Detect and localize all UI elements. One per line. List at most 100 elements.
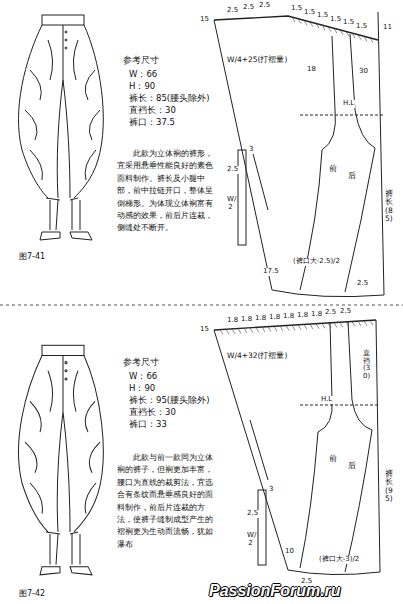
pleat-mark xyxy=(370,38,373,43)
dimension-label: 2.5 xyxy=(242,4,255,12)
pleat-mark xyxy=(340,30,343,35)
spec-line: 直裆长：30 xyxy=(128,408,177,417)
pleat-mark xyxy=(358,321,361,326)
dimension-label: 直裆(30) xyxy=(362,350,371,381)
side-line xyxy=(376,320,380,572)
pleat-mark xyxy=(262,327,265,332)
side-line xyxy=(214,330,288,570)
dimension-label: 后 xyxy=(347,462,357,471)
dimension-label: 2.5 xyxy=(356,280,369,288)
dimension-label: 1.8 xyxy=(296,312,309,320)
spec-line: 裤口：33 xyxy=(128,420,168,429)
hem-line xyxy=(288,570,380,575)
pleat-mark xyxy=(316,324,319,329)
spec-line: 裤口：37.5 xyxy=(128,118,176,127)
dimension-label: 3 xyxy=(268,486,274,494)
spec-line: 裤长：85(腰头除外) xyxy=(128,94,210,103)
pleat-mark xyxy=(298,19,301,24)
dimension-label: 2.5 xyxy=(324,309,337,317)
dimension-label: 2.5 xyxy=(226,7,239,15)
pleat-mark xyxy=(232,329,235,334)
dimension-label: 1.8 xyxy=(310,311,323,319)
pleat-mark xyxy=(352,321,355,326)
dimension-label: 11 xyxy=(382,24,393,32)
watermark: PassionForum.ru xyxy=(208,582,342,600)
dimension-label: 1.5 xyxy=(329,16,342,24)
pleat-mark xyxy=(220,330,223,335)
pleat-mark xyxy=(364,36,367,41)
spec-heading: 参考尺寸 xyxy=(122,358,160,368)
pleat-mark xyxy=(328,323,331,328)
dimension-label: 1.5 xyxy=(342,19,355,27)
pleat-mark xyxy=(286,326,289,331)
dimension-label: W/4+25(打褶量) xyxy=(226,56,288,64)
trousers-figure xyxy=(19,345,104,575)
pleat-marks xyxy=(220,17,373,335)
crotch-curve xyxy=(322,34,375,150)
dimension-label: (裤口大-3)/2 xyxy=(318,556,360,564)
dimension-label: 1.5 xyxy=(303,9,316,17)
pleat-mark xyxy=(292,325,295,330)
inseam xyxy=(300,148,375,292)
pleat-mark xyxy=(346,322,349,327)
hip-line xyxy=(300,115,384,116)
dimension-label: 15 xyxy=(199,16,210,24)
dimension-label: 2.5 xyxy=(226,166,239,174)
dimension-label: 1.8 xyxy=(268,314,281,322)
pleat-mark xyxy=(334,28,337,33)
dimension-label: 1.8 xyxy=(282,313,295,321)
hip-line xyxy=(300,405,380,406)
pleat-mark xyxy=(256,327,259,332)
dimension-label: 2.5 xyxy=(246,510,259,518)
dimension-label: 裤长(85) xyxy=(384,190,394,223)
spec-heading: 参考尺寸 xyxy=(122,56,160,66)
pleat-mark xyxy=(316,23,319,28)
pleat-mark xyxy=(280,326,283,331)
dimension-label: 17.5 xyxy=(262,268,280,276)
dimension-label: (裤口大-2.5)/2 xyxy=(292,258,341,266)
side-line xyxy=(378,12,384,295)
pleat-mark xyxy=(304,20,307,25)
figure-number: 图7-42 xyxy=(18,590,46,599)
pleat-mark xyxy=(322,323,325,328)
dimension-label: 裤长(95) xyxy=(384,470,394,503)
dimension-label: 后 xyxy=(347,172,357,181)
dimension-label: 1.5 xyxy=(316,12,329,20)
dimension-label: H.L xyxy=(320,396,333,404)
inseam xyxy=(300,430,372,572)
separator xyxy=(0,305,403,306)
figure-number: 图7-41 xyxy=(18,253,46,262)
spec-line: 裤长：95(腰头除外) xyxy=(128,396,210,405)
pleat-mark xyxy=(304,324,307,329)
pleat-mark xyxy=(334,323,337,328)
dimension-label: H.L xyxy=(342,100,355,108)
pleat-mark xyxy=(268,327,271,332)
pleat-mark xyxy=(358,35,361,40)
pleat-mark xyxy=(274,326,277,331)
dimension-label: 前 xyxy=(328,455,338,464)
pleat-mark xyxy=(250,328,253,333)
trousers-figure xyxy=(19,15,104,240)
spec-line: 直裆长：30 xyxy=(128,106,177,115)
spec-line: H：90 xyxy=(128,82,156,91)
grain-line xyxy=(252,150,268,210)
waistband-piece xyxy=(258,490,266,565)
spec-line: W：66 xyxy=(128,70,158,79)
dimension-label: W/4+32(打褶量) xyxy=(226,352,288,360)
dimension-label: 1.8 xyxy=(254,315,267,323)
dimension-label: W/2 xyxy=(246,532,255,547)
pleat-mark xyxy=(328,27,331,32)
description-text: 此款为立体裥的裤形，宜采用悬垂性能良好的素色面料制作。裤长及小腿中部，前中拉链开… xyxy=(116,148,214,235)
dimension-label: 18 xyxy=(306,66,317,74)
pleat-mark xyxy=(340,322,343,327)
pleat-mark xyxy=(238,329,241,334)
pleat-mark xyxy=(370,320,373,325)
dimension-label: 1.5 xyxy=(290,5,303,13)
waistband-piece xyxy=(238,150,246,245)
description-text: 此款与前一款同为立体裥的裤子，但裥更加丰富，腰口为直线的裁剪法，宜选合有条纹而悬… xyxy=(116,452,214,551)
dimension-label: 1.5 xyxy=(355,23,368,31)
dimension-label: 2.5 xyxy=(258,2,271,10)
pleat-mark xyxy=(310,22,313,27)
